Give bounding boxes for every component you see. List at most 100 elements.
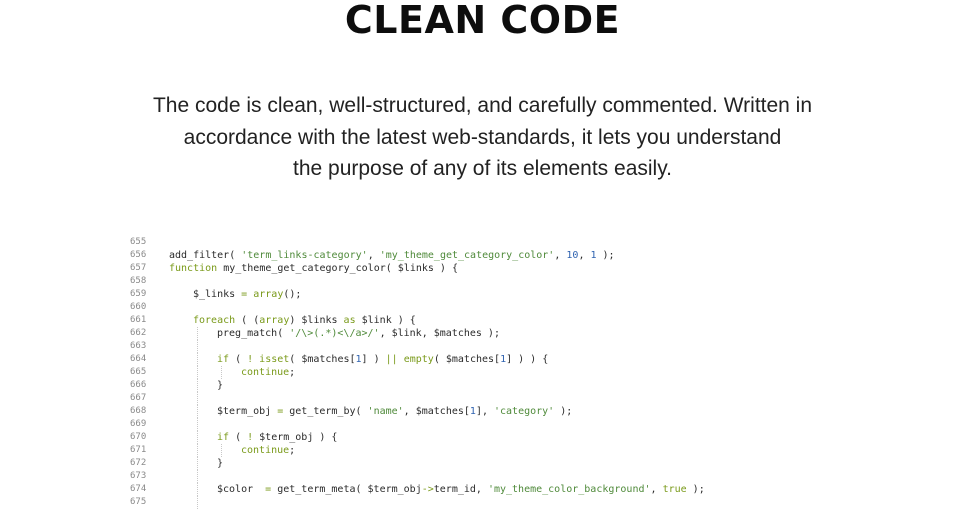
code-token: ] ) ) { <box>506 354 549 365</box>
code-line: 669 <box>128 418 828 431</box>
code-line: 674 $color = get_term_meta( $term_obj->te… <box>128 483 828 496</box>
code-token: ( ( <box>235 315 260 326</box>
code-line: 670 if ( ! $term_obj ) { <box>128 431 828 444</box>
code-text: } <box>217 379 223 392</box>
code-token: ( $matches[ <box>289 354 356 365</box>
line-number: 660 <box>130 302 147 312</box>
code-token: if <box>217 354 230 365</box>
code-line: 665 continue; <box>128 366 828 379</box>
line-number: 671 <box>130 445 147 455</box>
indent-guide <box>197 418 198 431</box>
line-number: 661 <box>130 315 147 325</box>
line-number: 667 <box>130 393 147 403</box>
code-text: continue; <box>241 366 295 379</box>
code-token: ); <box>554 406 573 417</box>
code-token: = <box>277 406 284 417</box>
indent-guide <box>197 366 198 379</box>
code-token: $color <box>217 484 266 495</box>
code-token: = <box>265 484 272 495</box>
code-token: foreach <box>193 315 236 326</box>
code-token: ( $matches[ <box>433 354 501 365</box>
code-line: 663 <box>128 340 828 353</box>
code-token: , <box>650 484 663 495</box>
indent-guide <box>197 327 198 340</box>
indent-guide <box>197 496 198 509</box>
code-token: 'my_theme_color_background' <box>487 484 651 495</box>
line-number: 657 <box>130 263 147 273</box>
code-line: 671 continue; <box>128 444 828 457</box>
description-line: The code is clean, well-structured, and … <box>152 94 813 117</box>
code-token: 'category' <box>494 406 555 417</box>
code-line: 657 function my_theme_get_category_color(… <box>128 262 828 275</box>
code-token: preg_match( <box>217 328 290 339</box>
indent-guide <box>197 431 198 444</box>
code-token: get_term_by( <box>283 406 368 417</box>
page-title: CLEAN CODE <box>344 0 621 42</box>
code-text: $color = get_term_meta( $term_obj->term_… <box>217 483 705 496</box>
code-token: 'name' <box>367 406 404 417</box>
line-number: 659 <box>130 289 147 299</box>
code-token: '/\>(.*)<\/a>/' <box>289 328 380 339</box>
indent-guide <box>197 340 198 353</box>
line-number: 656 <box>130 250 147 260</box>
code-token: 10 <box>566 250 579 261</box>
line-number: 665 <box>130 367 147 377</box>
code-token: 'term_links-category' <box>241 250 368 261</box>
code-token: $term_obj ) { <box>253 432 338 443</box>
code-text: preg_match( '/\>(.*)<\/a>/', $link, $mat… <box>217 327 500 340</box>
indent-guide <box>197 353 198 366</box>
code-token: true <box>662 484 687 495</box>
code-token: term_id, <box>433 484 488 495</box>
code-token: = <box>241 289 248 300</box>
code-snippet: 655 656 add_filter( 'term_links-category',… <box>128 236 828 509</box>
line-number: 675 <box>130 497 147 507</box>
line-number: 655 <box>130 237 147 247</box>
code-text: add_filter( 'term_links-category', 'my_t… <box>169 249 615 262</box>
code-token: my_theme_get_category_color( $links ) { <box>217 263 458 274</box>
code-token: $link ) { <box>355 315 416 326</box>
code-token: 1 <box>590 250 597 261</box>
code-line: 668$term_obj = get_term_by( 'name', $mat… <box>128 405 828 418</box>
code-text: if ( ! $term_obj ) { <box>217 431 337 444</box>
line-number: 673 <box>130 471 147 481</box>
code-token: if <box>217 432 230 443</box>
code-line: 673 <box>128 470 828 483</box>
line-number: 674 <box>130 484 147 494</box>
code-token: ( <box>229 354 248 365</box>
code-token: as <box>343 315 356 326</box>
code-token: add_filter( <box>169 250 242 261</box>
code-token: ( <box>229 432 248 443</box>
code-token: isset <box>259 354 290 365</box>
code-line: 666} <box>128 379 828 392</box>
line-number: 664 <box>130 354 147 364</box>
indent-guide <box>197 392 198 405</box>
code-text: function my_theme_get_category_color( $l… <box>169 262 458 275</box>
code-token: 'my_theme_get_category_color' <box>379 250 555 261</box>
code-token: continue <box>241 445 290 456</box>
code-token: ! <box>247 354 254 365</box>
code-line: 659$_links = array(); <box>128 288 828 301</box>
line-number: 658 <box>130 276 147 286</box>
code-token: ) $links <box>289 315 344 326</box>
code-token: $term_obj <box>217 406 278 417</box>
line-number: 662 <box>130 328 147 338</box>
indent-guide <box>197 405 198 418</box>
code-token: } <box>217 380 224 391</box>
code-token: , $matches[ <box>403 406 470 417</box>
code-token: 1 <box>469 406 476 417</box>
line-number: 672 <box>130 458 147 468</box>
line-number: 670 <box>130 432 147 442</box>
code-token: array <box>253 289 284 300</box>
line-number: 666 <box>130 380 147 390</box>
code-line: 675 <box>128 496 828 509</box>
indent-guide <box>197 444 198 457</box>
code-line: 662 preg_match( '/\>(.*)<\/a>/', $link, $… <box>128 327 828 340</box>
code-text: } <box>217 457 223 470</box>
code-token: ; <box>289 367 296 378</box>
description-line: accordance with the latest web-standards… <box>183 125 782 149</box>
code-token: ; <box>289 445 296 456</box>
indent-guide <box>197 457 198 470</box>
code-token: (); <box>283 289 302 300</box>
